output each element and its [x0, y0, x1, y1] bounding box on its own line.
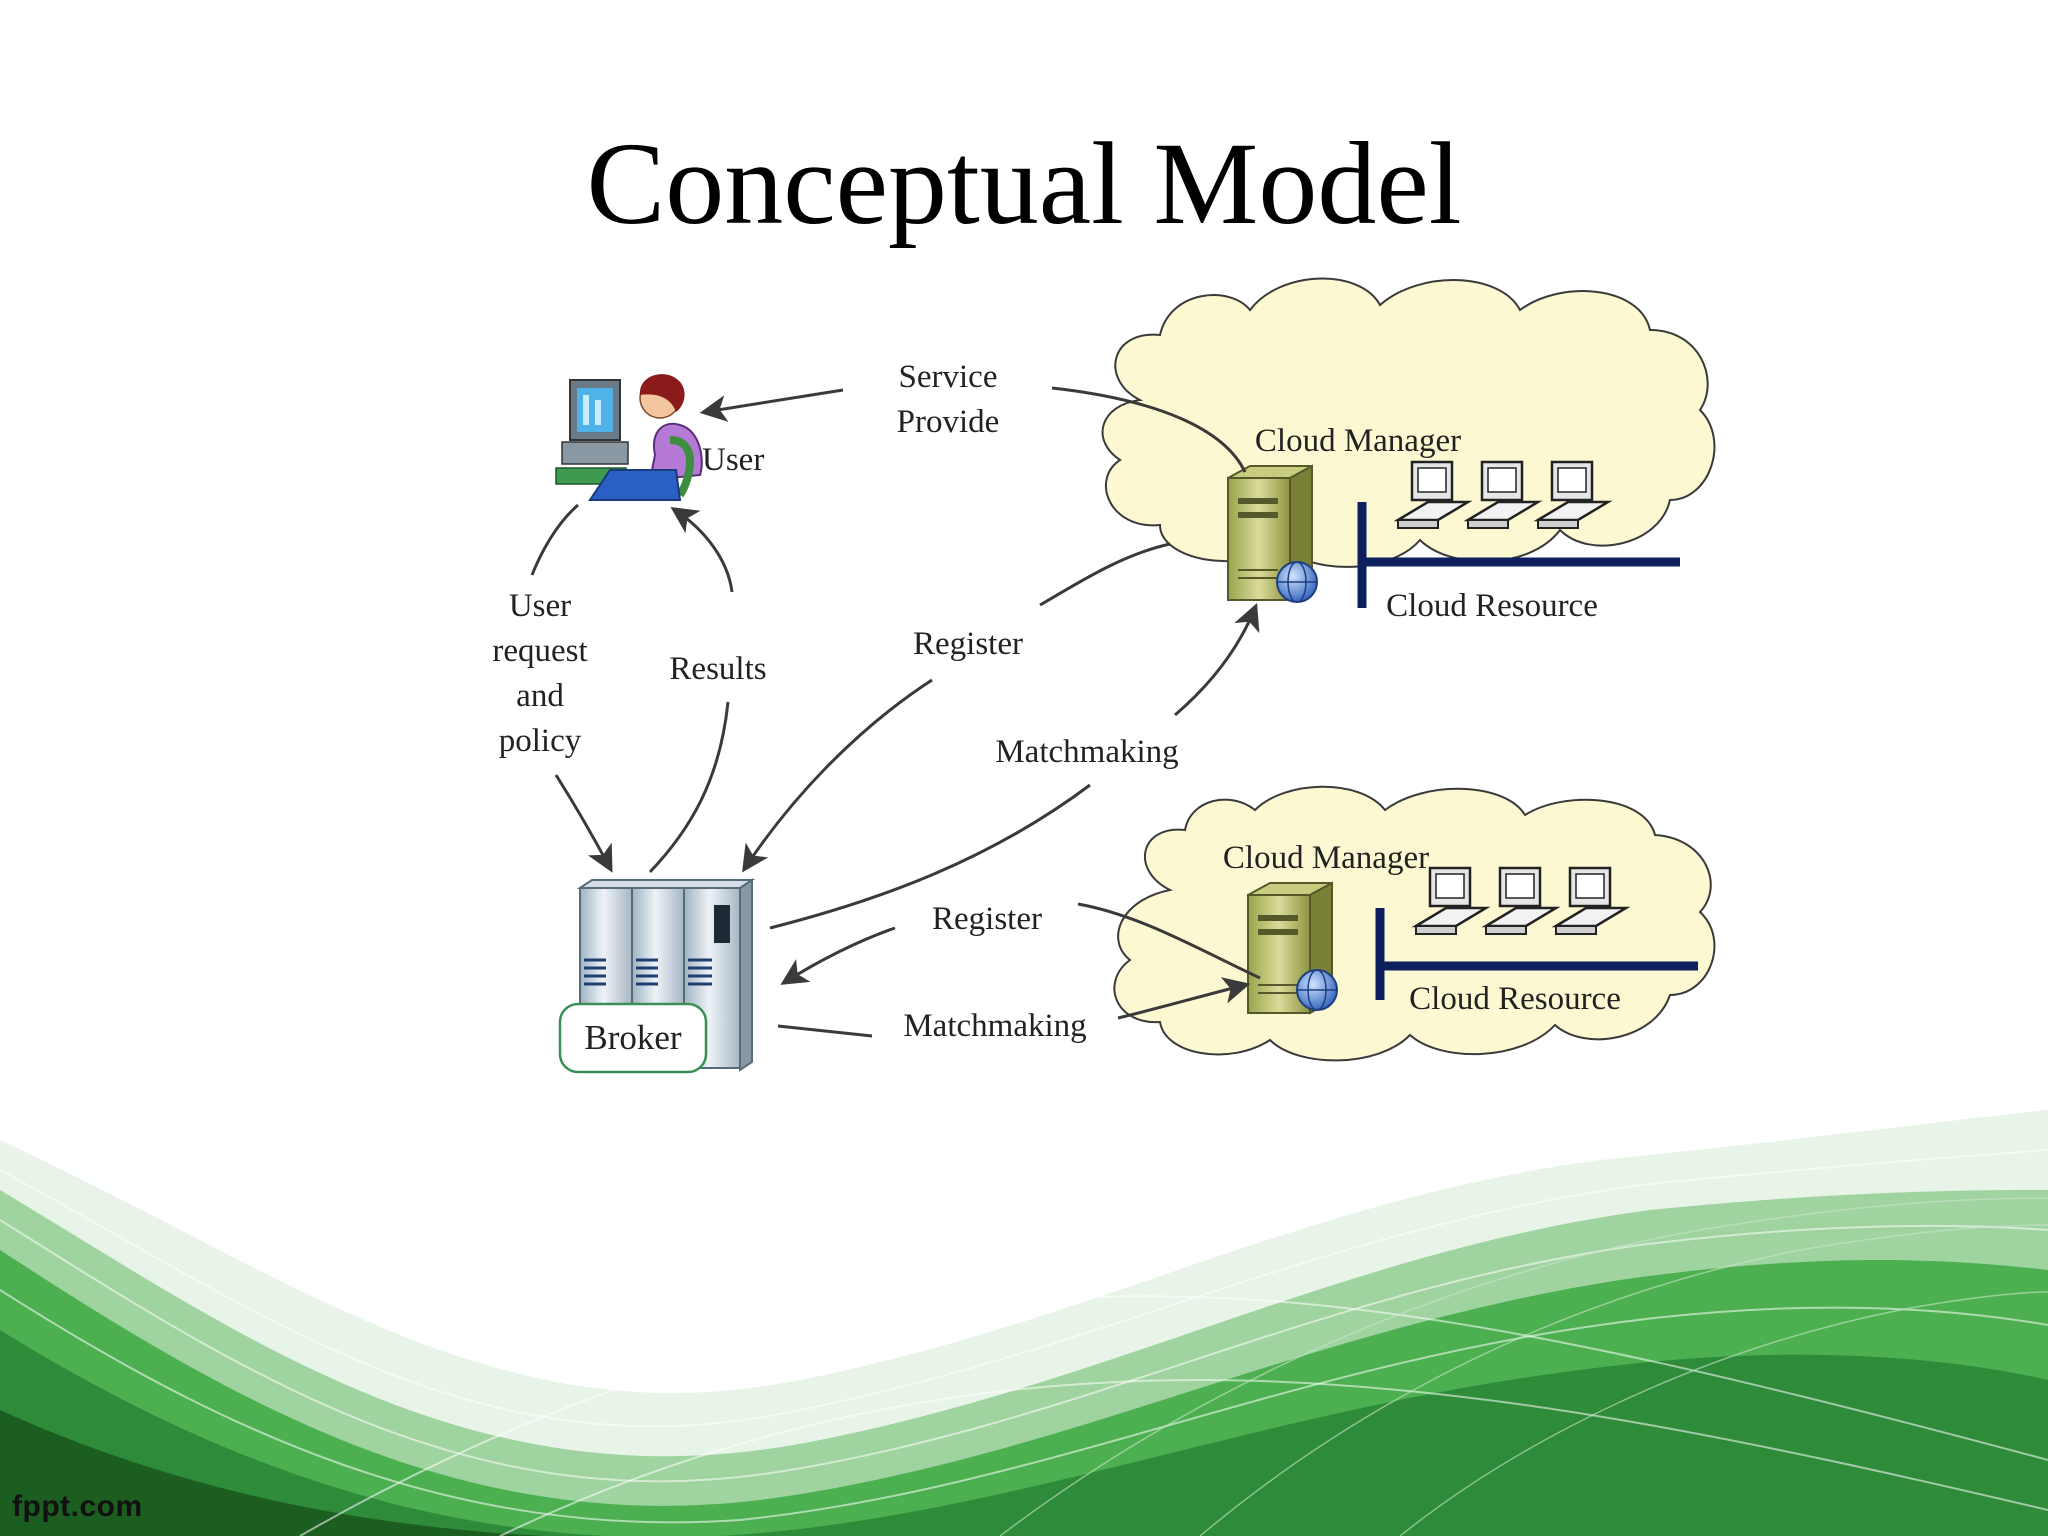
- register-top-arrow: [742, 678, 933, 873]
- workstations-bottom: [1411, 866, 1631, 935]
- workstation-icon: [1463, 460, 1543, 529]
- brand-logo-text[interactable]: fppt.com: [12, 1490, 143, 1523]
- cloud-manager-label-bottom: Cloud Manager: [1223, 840, 1429, 876]
- user-request-label-line3: and: [516, 678, 564, 714]
- broker-label: Broker: [584, 1018, 682, 1057]
- cloud-resource-label-top: Cloud Resource: [1386, 588, 1598, 624]
- user-request-connector: [530, 503, 579, 576]
- cloud-manager-server-icon-bottom: [1247, 881, 1338, 1015]
- matchmaking-bottom-connector: [777, 1024, 873, 1038]
- workstation-icon: [1533, 460, 1613, 529]
- user-request-label-line2: request: [492, 633, 587, 669]
- matchmaking-top-label: Matchmaking: [995, 734, 1178, 770]
- service-provide-connector: [1051, 386, 1247, 473]
- cloud-bottom: [1113, 785, 1716, 1062]
- matchmaking-top-arrow: [1174, 602, 1260, 717]
- workstations-top: [1393, 460, 1613, 529]
- service-provide-label-line1: Service: [899, 359, 998, 395]
- workstation-icon: [1393, 460, 1473, 529]
- workstation-icon: [1411, 866, 1491, 935]
- workstation-icon: [1481, 866, 1561, 935]
- register-top-connector: [1039, 542, 1171, 607]
- service-provide-arrow: [699, 388, 844, 422]
- matchmaking-bottom-label: Matchmaking: [903, 1008, 1086, 1044]
- service-provide-label-line2: Provide: [897, 404, 1000, 440]
- cloud-manager-server-icon-top: [1227, 464, 1318, 603]
- cloud-manager-label-top: Cloud Manager: [1255, 423, 1461, 459]
- user-request-label-line1: User: [509, 588, 571, 624]
- results-connector: [648, 701, 730, 874]
- matchmaking-top-connector: [769, 783, 1091, 930]
- results-label: Results: [669, 651, 766, 687]
- user-request-arrow: [554, 774, 613, 873]
- slide-title: Conceptual Model: [586, 118, 1462, 249]
- green-wave-decoration: [0, 1110, 2048, 1536]
- cloud-icon: [1113, 785, 1716, 1062]
- register-bottom-connector: [1077, 902, 1261, 980]
- cloud-resource-label-bottom: Cloud Resource: [1409, 981, 1621, 1017]
- matchmaking-bottom-arrow: [1117, 977, 1251, 1020]
- user-label: User: [702, 442, 764, 478]
- user-at-computer-icon: [555, 374, 703, 501]
- register-top-label: Register: [913, 626, 1023, 662]
- workstation-icon: [1551, 866, 1631, 935]
- register-bottom-label: Register: [932, 901, 1042, 937]
- broker-label-box: [558, 1002, 708, 1074]
- register-bottom-arrow: [780, 926, 896, 985]
- results-arrow: [670, 507, 734, 593]
- user-request-label-line4: policy: [499, 723, 582, 759]
